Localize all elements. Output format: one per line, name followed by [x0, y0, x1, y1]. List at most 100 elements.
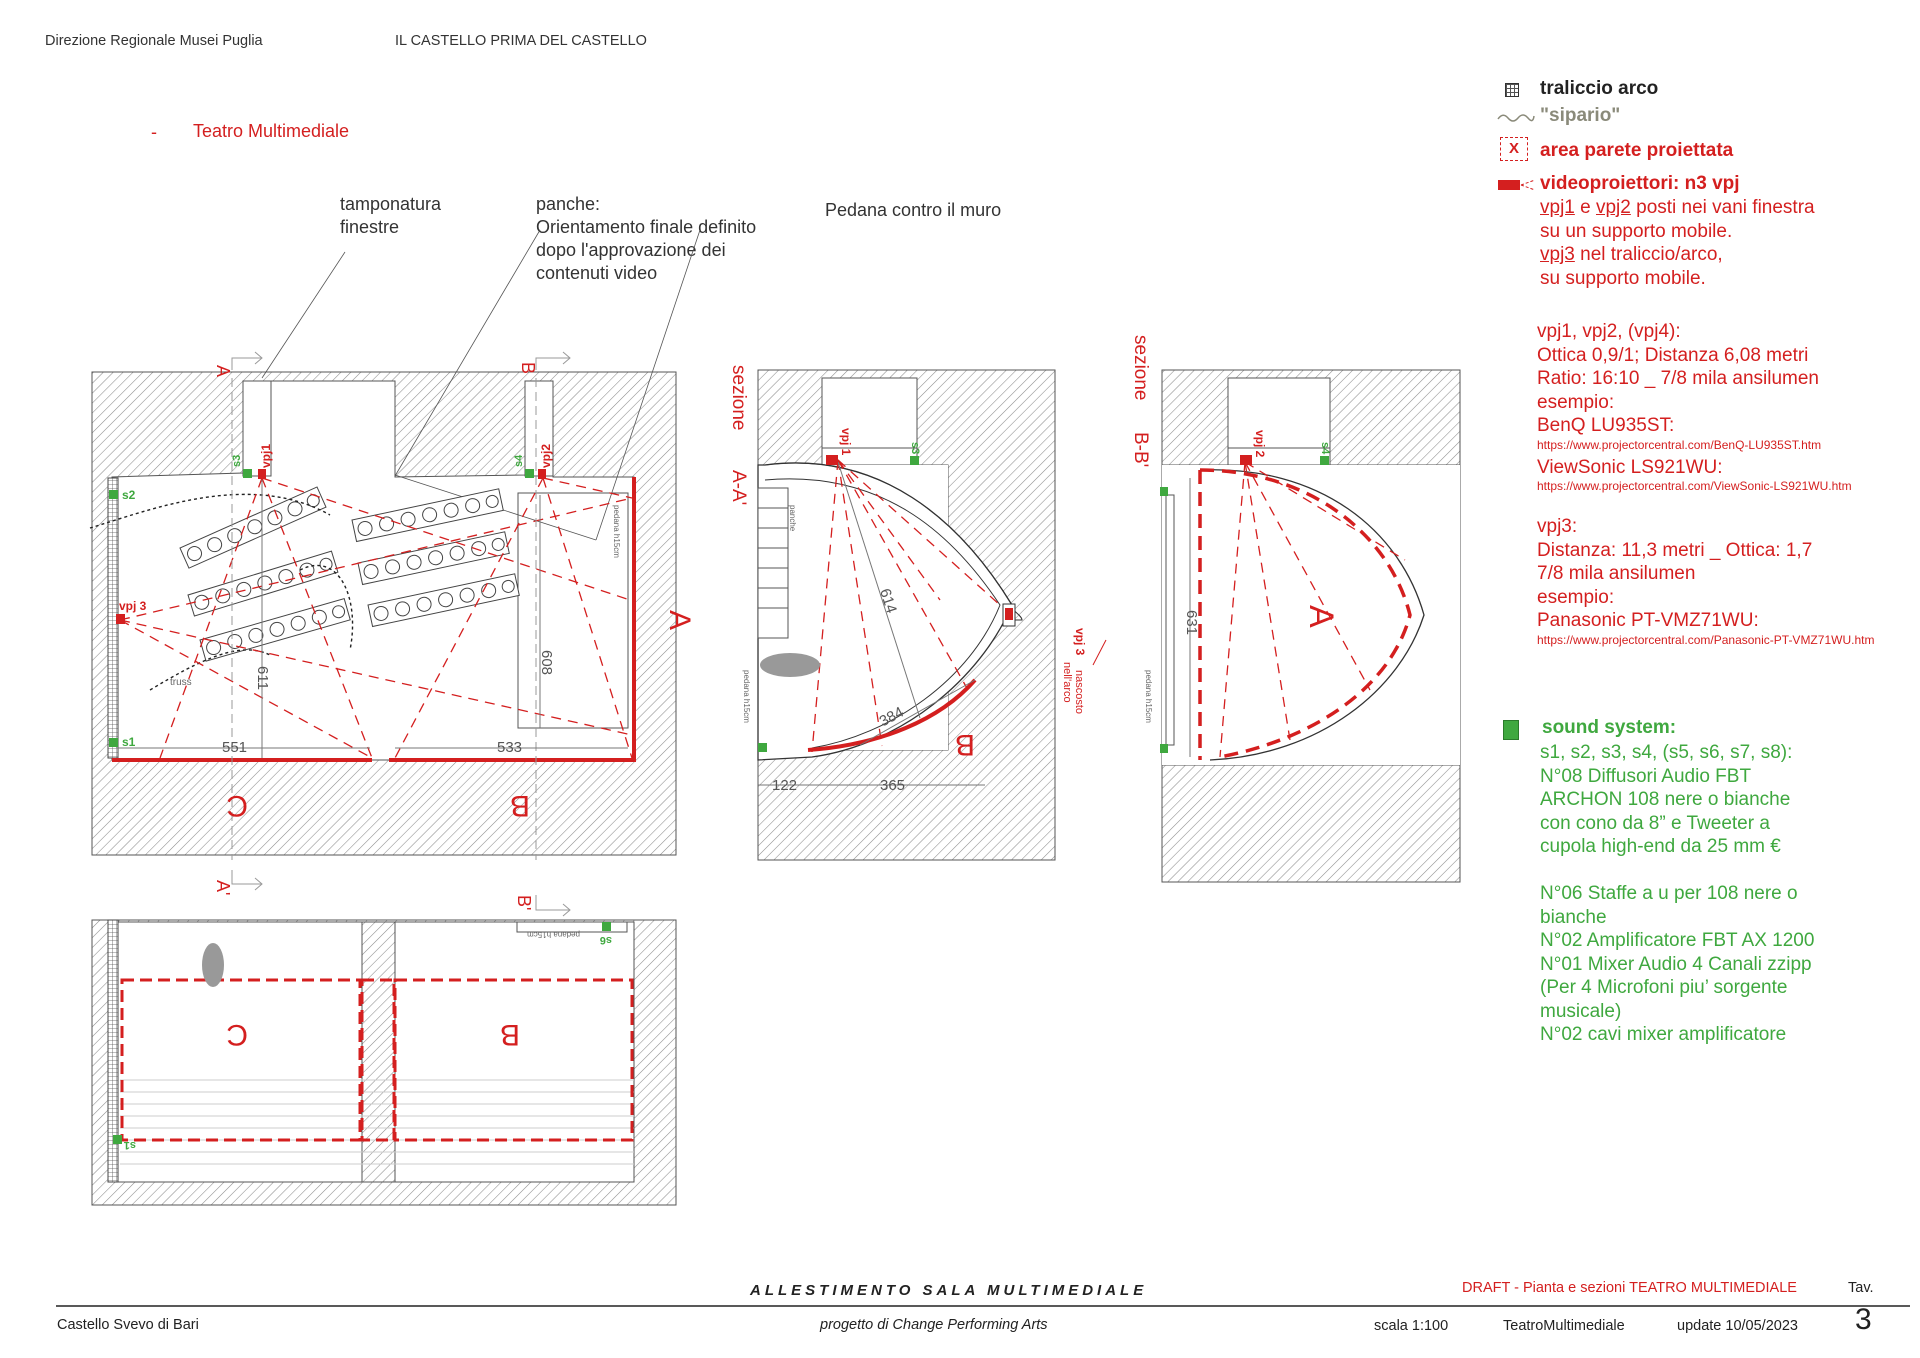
- speaker-label-s1: s1: [122, 735, 136, 749]
- section-aa: sezione A-A' vpj 1 s3 panche 614 384 122…: [728, 365, 1107, 861]
- footer-file: TeatroMultimediale: [1503, 1318, 1625, 1334]
- section-bb-dim-631: 631: [1183, 610, 1200, 635]
- elev-pedana-label: pedana h15cm: [527, 930, 580, 939]
- elev-wall-b: B: [500, 1018, 520, 1051]
- wall-label-a: A: [663, 610, 696, 630]
- section-aa-dim-365: 365: [880, 777, 905, 794]
- projector-label-vpj2: vpj2: [539, 444, 553, 468]
- footer-title: ALLESTIMENTO SALA MULTIMEDIALE: [750, 1282, 1148, 1299]
- projection-rays: [119, 477, 633, 759]
- section-aa-vpj3-note2: nell'arco: [1061, 662, 1073, 703]
- speaker-label-s2: s2: [122, 488, 136, 502]
- sound-line: bianche: [1540, 906, 1607, 928]
- vp-note-text: posti nei vani finestra: [1630, 197, 1815, 218]
- bench-row: [351, 488, 504, 543]
- sound-line: N°06 Staffe a u per 108 nere o: [1540, 883, 1798, 904]
- section-marker-b: B: [518, 362, 538, 374]
- legend-sipario: "sipario": [1540, 105, 1621, 126]
- section-bb-wall-a: A: [1302, 605, 1340, 628]
- section-bb-title: sezione: [1130, 335, 1151, 401]
- sound-line: [1540, 859, 1814, 883]
- bench-row: [179, 486, 327, 569]
- dimension-608: 608: [538, 650, 555, 675]
- speaker-icon: [109, 490, 118, 499]
- dimension-533: 533: [497, 739, 522, 756]
- dimension-551: 551: [222, 739, 247, 756]
- sound-line: N°08 Diffusori Audio FBT: [1540, 765, 1752, 787]
- annotation-line: Orientamento finale definito: [536, 217, 757, 237]
- section-bb-s4: s4: [1319, 442, 1331, 455]
- pedana-label: pedana h15cm: [612, 505, 621, 558]
- projector-label-vpj3: vpj 3: [119, 599, 147, 613]
- wall-label-c: C: [226, 789, 248, 822]
- window-niche-a: [242, 380, 272, 477]
- annotation-line: finestre: [340, 217, 400, 237]
- draft-prefix: DRAFT: [1462, 1280, 1511, 1296]
- dimension-611: 611: [254, 666, 271, 690]
- speaker-icon: [243, 469, 252, 478]
- spec-line: esempio:: [1537, 586, 1615, 608]
- url-panasonic[interactable]: https://www.projectorcentral.com/Panason…: [1537, 632, 1875, 647]
- sound-line: ARCHON 108 nere o bianche: [1540, 789, 1791, 810]
- sound-line: N°02 Amplificatore FBT AX 1200: [1540, 930, 1815, 951]
- sound-line: (Per 4 Microfoni piu’ sorgente: [1540, 977, 1788, 998]
- sound-line: con cono da 8” e Tweeter a: [1540, 812, 1770, 834]
- vp-note-text: nel traliccio/arco,: [1574, 244, 1723, 265]
- tav-label: Tav.: [1848, 1280, 1874, 1296]
- section-aa-title: sezione: [728, 365, 749, 431]
- vp-link-vpj2: vpj2: [1595, 197, 1631, 218]
- sound-line: musicale): [1540, 1000, 1622, 1022]
- annotation-line: dopo l'approvazione dei: [536, 240, 726, 260]
- projector-legend-icon: [1498, 179, 1536, 191]
- section-bb-title-suffix: B-B': [1130, 432, 1151, 467]
- vp-link-vpj1: vpj1: [1540, 197, 1575, 218]
- sound-specs: s1, s2, s3, s4, (s5, s6, s7, s8): N°08 D…: [1540, 741, 1814, 1047]
- section-marker-b-prime: B': [514, 895, 534, 910]
- spec-line: Panasonic PT-VMZ71WU:: [1537, 610, 1759, 631]
- vp-note-text: e: [1574, 197, 1596, 218]
- annotation-line: panche:: [536, 194, 601, 214]
- org-name: Direzione Regionale Musei Puglia: [45, 33, 263, 49]
- spec-line: Ottica 0,9/1; Distanza 6,08 metri: [1537, 344, 1809, 366]
- subtitle-dash: -: [151, 122, 157, 142]
- url-benq[interactable]: https://www.projectorcentral.com/BenQ-LU…: [1537, 437, 1822, 452]
- projector-specs: vpj1, vpj2, (vpj4): Ottica 0,9/1; Distan…: [1537, 320, 1874, 647]
- spec-line: esempio:: [1537, 391, 1615, 413]
- elev-speaker-s6: s6: [600, 934, 612, 946]
- projected-walls: [112, 477, 636, 762]
- spec-line: Ratio: 16:10 _ 7/8 mila ansilumen: [1537, 368, 1819, 389]
- speaker-label-s4: s4: [513, 454, 525, 467]
- projector-icon: [258, 469, 266, 479]
- footer-credit: progetto di Change Performing Arts: [820, 1317, 1048, 1333]
- speaker-label-s3: s3: [231, 455, 243, 467]
- footer-site: Castello Svevo di Bari: [57, 1317, 199, 1333]
- speaker-icon: [109, 738, 118, 747]
- section-aa-panche: panche: [788, 505, 797, 532]
- spec-line: vpj1, vpj2, (vpj4):: [1537, 321, 1681, 342]
- annotation-line: contenuti video: [536, 263, 658, 283]
- draft-rest: - Pianta e sezioni TEATRO MULTIMEDIALE: [1510, 1280, 1797, 1296]
- section-aa-title-suffix: A-A': [728, 470, 749, 505]
- annotation-pedana: Pedana contro il muro: [825, 200, 1002, 220]
- section-aa-wall-b: B: [955, 728, 975, 761]
- annotation-line: tamponatura: [340, 194, 442, 214]
- sound-title: sound system:: [1542, 717, 1677, 738]
- elev-speaker-s1: s1: [124, 1139, 136, 1151]
- vp-note-text: su supporto mobile.: [1540, 267, 1706, 289]
- legend-videoproiettori: videoproiettori: n3 vpj: [1540, 173, 1740, 194]
- pedana-outline: [517, 492, 629, 729]
- annotation-tamponatura: tamponatura finestre: [340, 193, 441, 239]
- vp-link-vpj3: vpj3: [1540, 244, 1575, 265]
- url-viewsonic[interactable]: https://www.projectorcentral.com/ViewSon…: [1537, 479, 1852, 493]
- section-aa-vpj3-note: nascosto: [1073, 670, 1085, 714]
- section-bb-vpj: vpj 2: [1253, 430, 1267, 458]
- section-aa-pedana: pedana h15cm: [742, 670, 751, 723]
- spec-line: 7/8 mila ansilumen: [1537, 563, 1696, 584]
- footer-update: update 10/05/2023: [1677, 1318, 1798, 1334]
- wall-label-b: B: [510, 789, 530, 822]
- projector-icon: [538, 469, 546, 479]
- sound-line: cupola high-end da 25 mm €: [1540, 836, 1781, 857]
- section-aa-s3: s3: [909, 442, 921, 454]
- sound-line: N°02 cavi mixer amplificatore: [1540, 1024, 1787, 1045]
